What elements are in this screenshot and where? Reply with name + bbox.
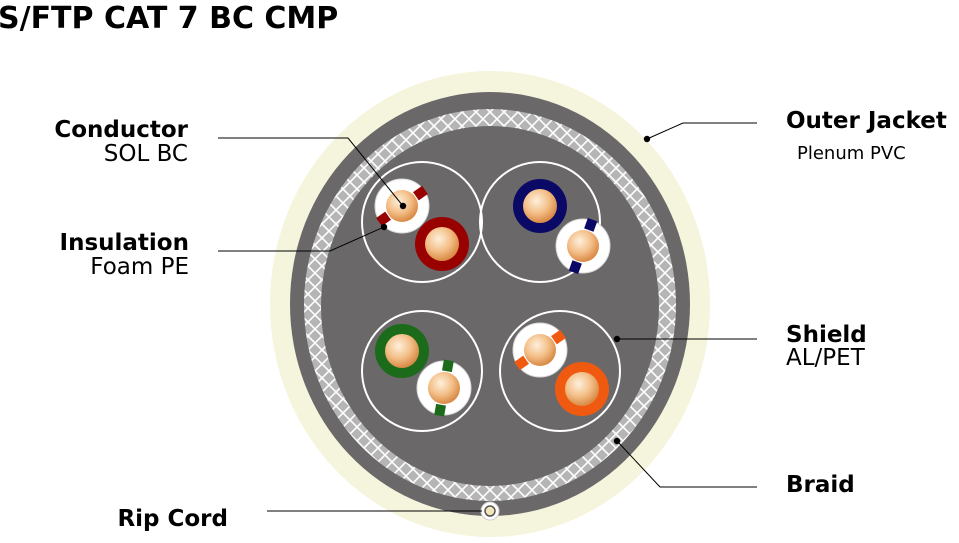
outer-jacket-leader	[646, 122, 757, 140]
striped-wire	[555, 217, 611, 275]
rip-cord-label: Rip Cord	[117, 506, 228, 532]
insulation-label: Insulation	[60, 230, 189, 256]
shield-label: Shield	[786, 322, 867, 348]
orange-pair	[499, 310, 621, 432]
braid-dot	[613, 437, 621, 445]
leader-lines	[218, 122, 757, 512]
wire-stripe	[514, 355, 529, 371]
conductor-dot	[399, 202, 407, 210]
twisted-pairs	[361, 161, 621, 432]
shield-core	[321, 126, 659, 486]
wire-stripe	[584, 217, 598, 232]
shield-material: AL/PET	[786, 345, 866, 371]
wire-stripe	[568, 260, 582, 275]
braid-leader	[616, 440, 757, 488]
conductor-label: Conductor	[54, 117, 188, 143]
wire-conductor	[565, 372, 599, 406]
wire-conductor	[385, 334, 419, 368]
wire-stripe	[413, 185, 428, 201]
blue-pair	[479, 161, 611, 283]
insulation-material: Foam PE	[90, 254, 189, 280]
wire-conductor	[523, 189, 557, 223]
braid-label: Braid	[786, 472, 855, 498]
outer-jacket-material: Plenum PVC	[797, 143, 906, 164]
pair-foil-ring	[361, 310, 483, 432]
rip-cord	[480, 501, 500, 521]
green-pair	[361, 310, 483, 432]
pair-foil-ring	[499, 310, 621, 432]
leader-dots	[380, 135, 651, 445]
wire-conductor	[567, 230, 599, 262]
wire-conductor	[524, 334, 556, 366]
wire-conductor	[425, 227, 459, 261]
wire-stripe	[434, 403, 446, 417]
conductor-leader	[218, 137, 404, 207]
pair-foil-ring	[361, 161, 483, 283]
wire-stripe	[551, 329, 566, 345]
wire-stripe	[442, 359, 454, 373]
striped-wire	[416, 359, 472, 417]
striped-wire	[512, 322, 568, 378]
shield-dot	[613, 335, 621, 343]
outer-jacket-label: Outer Jacket	[786, 108, 947, 134]
diagram-title: S/FTP CAT 7 BC CMP	[0, 1, 338, 36]
rip-cord-core	[484, 505, 496, 517]
wire-stripe	[376, 211, 391, 227]
cable-body	[270, 71, 710, 537]
insulation-dot	[380, 223, 388, 231]
pair-foil-ring	[479, 161, 601, 283]
outer-jacket-dot	[643, 135, 651, 143]
wire-conductor	[428, 372, 460, 404]
conductor-material: SOL BC	[104, 141, 188, 167]
insulation-leader	[218, 226, 385, 252]
